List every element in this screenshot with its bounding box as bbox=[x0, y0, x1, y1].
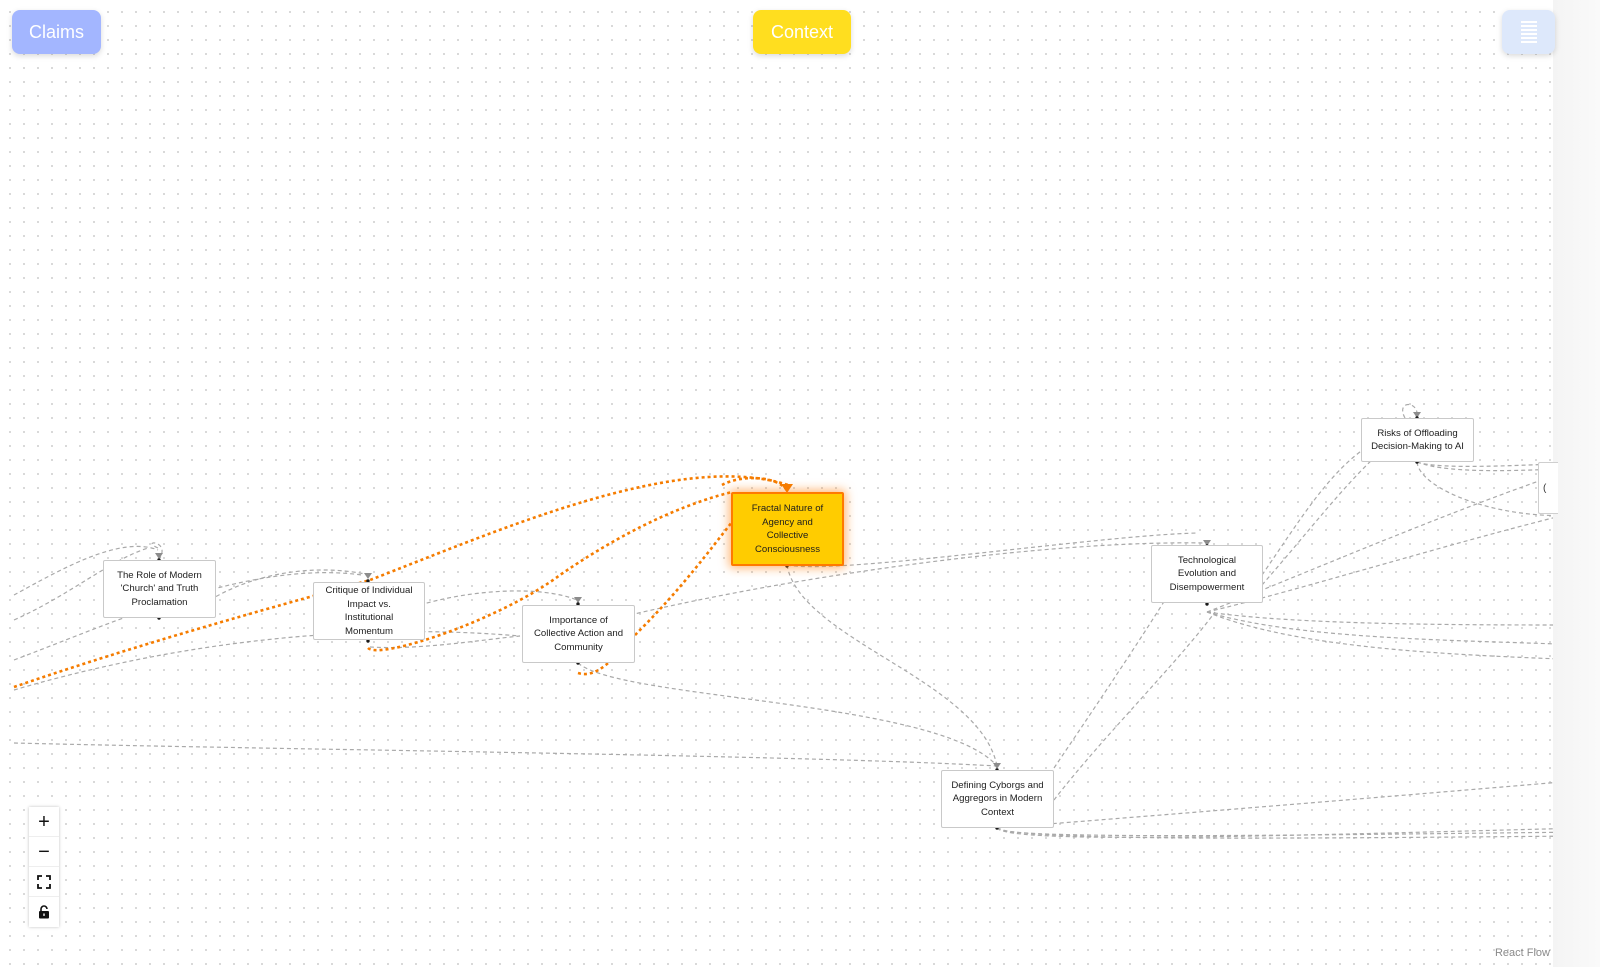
edge bbox=[1261, 454, 1378, 586]
edge bbox=[1206, 464, 1585, 613]
edge bbox=[577, 662, 998, 767]
edge bbox=[1206, 611, 1585, 661]
flow-controls: + − bbox=[29, 807, 59, 927]
edge-arrowhead bbox=[574, 597, 582, 603]
lock-icon bbox=[39, 905, 49, 919]
node-risks[interactable]: Risks of Offloading Decision-Making to A… bbox=[1361, 418, 1474, 462]
edge bbox=[1261, 444, 1371, 576]
edge bbox=[786, 564, 998, 767]
edge-arrowhead bbox=[155, 553, 163, 559]
edge bbox=[1402, 403, 1418, 419]
highlighted-edge bbox=[721, 476, 789, 491]
node-cyborgs[interactable]: Defining Cyborgs and Aggregors in Modern… bbox=[941, 770, 1054, 828]
node-collective[interactable]: Importance of Collective Action and Comm… bbox=[522, 605, 635, 663]
canvas-edge-shade bbox=[1553, 0, 1600, 967]
node-handle bbox=[366, 639, 370, 643]
node-tech[interactable]: Technological Evolution and Disempowerme… bbox=[1151, 545, 1263, 603]
edge bbox=[996, 827, 1585, 839]
node-critique[interactable]: Critique of Individual Impact vs. Instit… bbox=[313, 582, 425, 640]
edge bbox=[1053, 599, 1166, 769]
highlighted-edge bbox=[367, 490, 733, 652]
edge bbox=[1416, 461, 1576, 517]
plus-icon: + bbox=[38, 810, 50, 833]
highlighted-edge bbox=[13, 475, 789, 689]
document-lines-icon bbox=[1520, 21, 1537, 43]
edge-arrowhead bbox=[781, 484, 793, 493]
node-handle bbox=[1205, 602, 1209, 606]
claims-button[interactable]: Claims bbox=[12, 10, 101, 54]
zoom-out-button[interactable]: − bbox=[29, 837, 59, 867]
node-handle bbox=[576, 602, 580, 606]
edge-arrowhead bbox=[993, 763, 1001, 769]
fit-view-button[interactable] bbox=[29, 867, 59, 897]
node-church[interactable]: The Role of Modern 'Church' and Truth Pr… bbox=[103, 560, 216, 618]
fit-view-icon bbox=[37, 874, 51, 889]
edge bbox=[209, 569, 366, 601]
edge bbox=[786, 532, 1199, 568]
edge bbox=[13, 742, 998, 767]
lock-button[interactable] bbox=[29, 897, 59, 927]
edge bbox=[13, 545, 159, 596]
edge bbox=[13, 547, 149, 621]
edge-arrowhead bbox=[1203, 540, 1211, 546]
edge-arrowhead bbox=[1413, 412, 1421, 418]
highlighted-edge bbox=[577, 521, 734, 676]
edge bbox=[369, 635, 521, 649]
edge bbox=[1206, 611, 1585, 626]
context-button[interactable]: Context bbox=[753, 10, 851, 54]
edge bbox=[996, 827, 1585, 838]
edge bbox=[1053, 611, 1216, 801]
edge bbox=[996, 779, 1585, 829]
node-handle bbox=[366, 579, 370, 583]
node-offscreen[interactable]: ( bbox=[1538, 462, 1558, 514]
edge bbox=[1206, 509, 1585, 613]
edge bbox=[629, 542, 1206, 616]
minus-icon: − bbox=[38, 840, 50, 863]
zoom-in-button[interactable]: + bbox=[29, 807, 59, 837]
document-button[interactable] bbox=[1502, 10, 1555, 54]
edge bbox=[996, 827, 1585, 837]
react-flow-attribution[interactable]: React Flow bbox=[1494, 947, 1550, 959]
edge bbox=[1416, 461, 1585, 467]
edge bbox=[1206, 611, 1585, 646]
edge bbox=[419, 590, 578, 606]
edge-arrowhead bbox=[364, 573, 372, 579]
node-fractal-selected[interactable]: Fractal Nature of Agency and Collective … bbox=[731, 492, 844, 566]
